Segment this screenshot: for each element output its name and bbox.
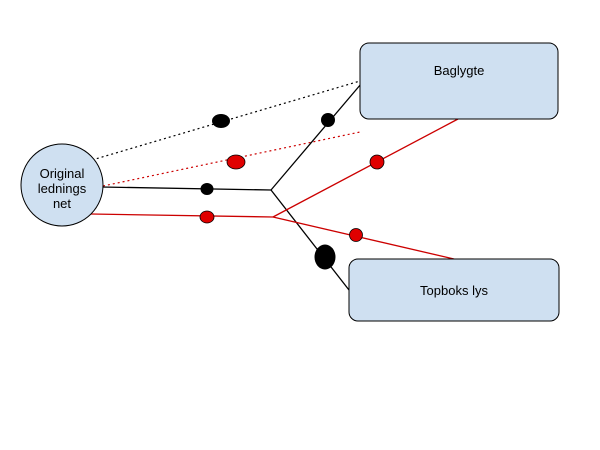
source-label-line-3: net [53,196,71,211]
black-dot-marker [200,183,214,195]
red-dot-marker [199,210,215,224]
tail-light-node: Baglygte [359,42,559,120]
source-node: Original lednings net [20,143,104,227]
red-dot-marker [369,154,385,170]
black-branch-to-topboks [270,189,350,291]
black-dot-marker [314,244,336,270]
black-branch-to-baglygte [270,83,362,191]
dotted-black-wire [91,80,361,161]
red-dot-marker [349,228,363,242]
source-label-line-2: lednings [38,181,87,196]
black-dot-marker [212,114,230,128]
red-branch-to-topboks [272,216,455,260]
solid-black-wire [100,186,272,191]
red-branch-to-baglygte [272,118,459,218]
red-dot-marker [226,154,246,170]
black-dot-marker [321,113,335,127]
topbox-light-node: Topboks lys [348,258,560,322]
source-label-line-1: Original [40,166,85,181]
solid-red-wire [90,213,274,218]
topbox-light-label: Topboks lys [420,283,488,298]
tail-light-label: Baglygte [434,63,485,78]
